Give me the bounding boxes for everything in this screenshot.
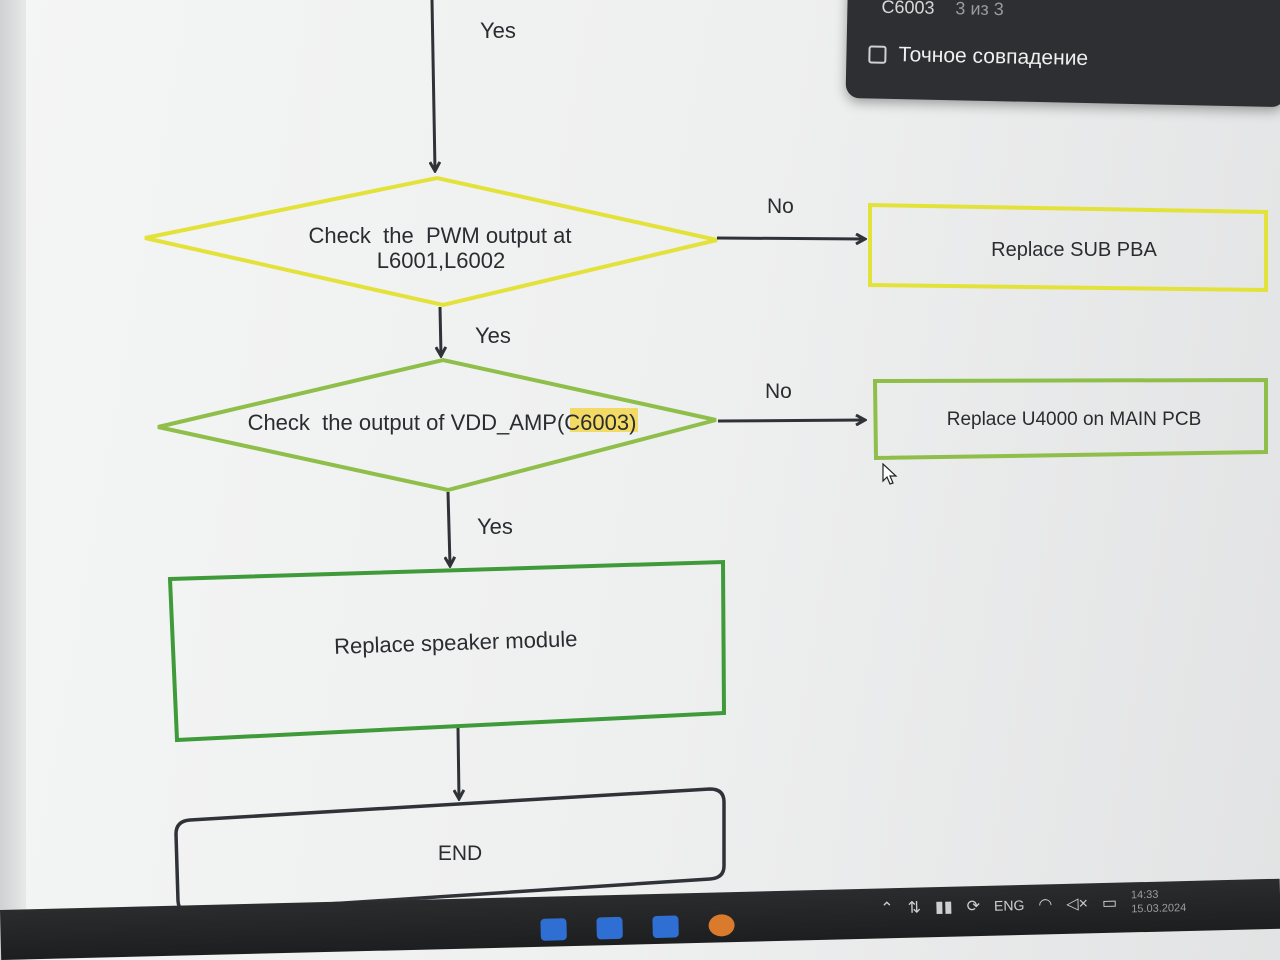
action-speaker-box — [167, 559, 727, 743]
find-search-term[interactable]: C6003 — [881, 0, 935, 18]
folder-icon[interactable] — [596, 916, 623, 940]
screen-edge — [0, 0, 26, 960]
label-yes-top: Yes — [480, 18, 516, 43]
action-sub-pba-label: Replace SUB PBA — [991, 239, 1157, 261]
app-icon[interactable] — [540, 918, 567, 941]
sync-icon[interactable]: ⟳ — [966, 898, 981, 916]
browser-icon[interactable] — [708, 914, 735, 937]
language-indicator[interactable]: ENG — [993, 896, 1025, 914]
label-no-pwm: No — [767, 195, 794, 218]
decision-vdd-label: Check the output of VDD_AMP(C6003) — [248, 410, 637, 435]
decision-pwm-line2: L6001,L6002 — [377, 248, 505, 273]
decision-vdd-highlight: C6003 — [564, 410, 629, 435]
clock-time: 14:33 — [1130, 888, 1159, 902]
decision-pwm-line1: Check the PWM output at — [309, 223, 572, 248]
arrow-top — [432, 0, 435, 170]
decision-vdd-suffix: ) — [629, 410, 636, 435]
terminal-end-label: END — [438, 842, 482, 865]
label-yes-vdd: Yes — [477, 514, 513, 539]
arrow-speaker-end — [458, 727, 459, 798]
terminal-end-box — [174, 787, 726, 915]
sliders-icon[interactable]: ⇅ — [907, 899, 922, 917]
arrow-pwm-yes — [440, 306, 441, 355]
action-u4000-box — [872, 377, 1268, 461]
arrow-vdd-no — [717, 420, 864, 421]
find-match-count: 3 из 3 — [955, 0, 1004, 20]
clock-date: 15.03.2024 — [1131, 902, 1187, 916]
decision-vdd — [157, 357, 717, 493]
label-yes-pwm: Yes — [475, 323, 511, 348]
action-speaker-label: Replace speaker module — [334, 626, 578, 659]
exact-match-option[interactable]: Точное совпадение — [868, 42, 1088, 71]
label-no-vdd: No — [765, 380, 792, 403]
highlight-c6003 — [570, 408, 638, 432]
battery-icon[interactable]: ▭ — [1101, 894, 1118, 913]
volume-muted-icon[interactable]: ◁× — [1066, 895, 1089, 913]
action-u4000-label: Replace U4000 on MAIN PCB — [947, 409, 1202, 430]
exact-match-label: Точное совпадение — [898, 43, 1089, 71]
clock[interactable]: 14:33 15.03.2024 — [1131, 887, 1187, 916]
arrow-vdd-yes — [448, 491, 450, 565]
taskbar-apps — [540, 914, 735, 941]
app-icon[interactable] — [652, 915, 679, 939]
action-sub-pba-box — [868, 202, 1268, 293]
chevron-up-icon[interactable]: ⌃ — [880, 900, 894, 918]
arrow-pwm-no — [716, 238, 864, 239]
wifi-icon[interactable]: ◠ — [1038, 896, 1053, 914]
find-panel: C6003 3 из 3 Точное совпадение — [845, 0, 1280, 108]
system-tray: ⌃ ⇅ ▮▮ ⟳ ENG ◠ ◁× ▭ 14:33 15.03.2024 — [880, 887, 1187, 922]
mouse-cursor-icon — [882, 463, 898, 485]
decision-vdd-prefix: Check the output of VDD_AMP( — [248, 410, 565, 435]
exact-match-checkbox[interactable] — [868, 45, 887, 64]
decision-pwm — [144, 175, 718, 308]
media-icon[interactable]: ▮▮ — [934, 898, 953, 917]
